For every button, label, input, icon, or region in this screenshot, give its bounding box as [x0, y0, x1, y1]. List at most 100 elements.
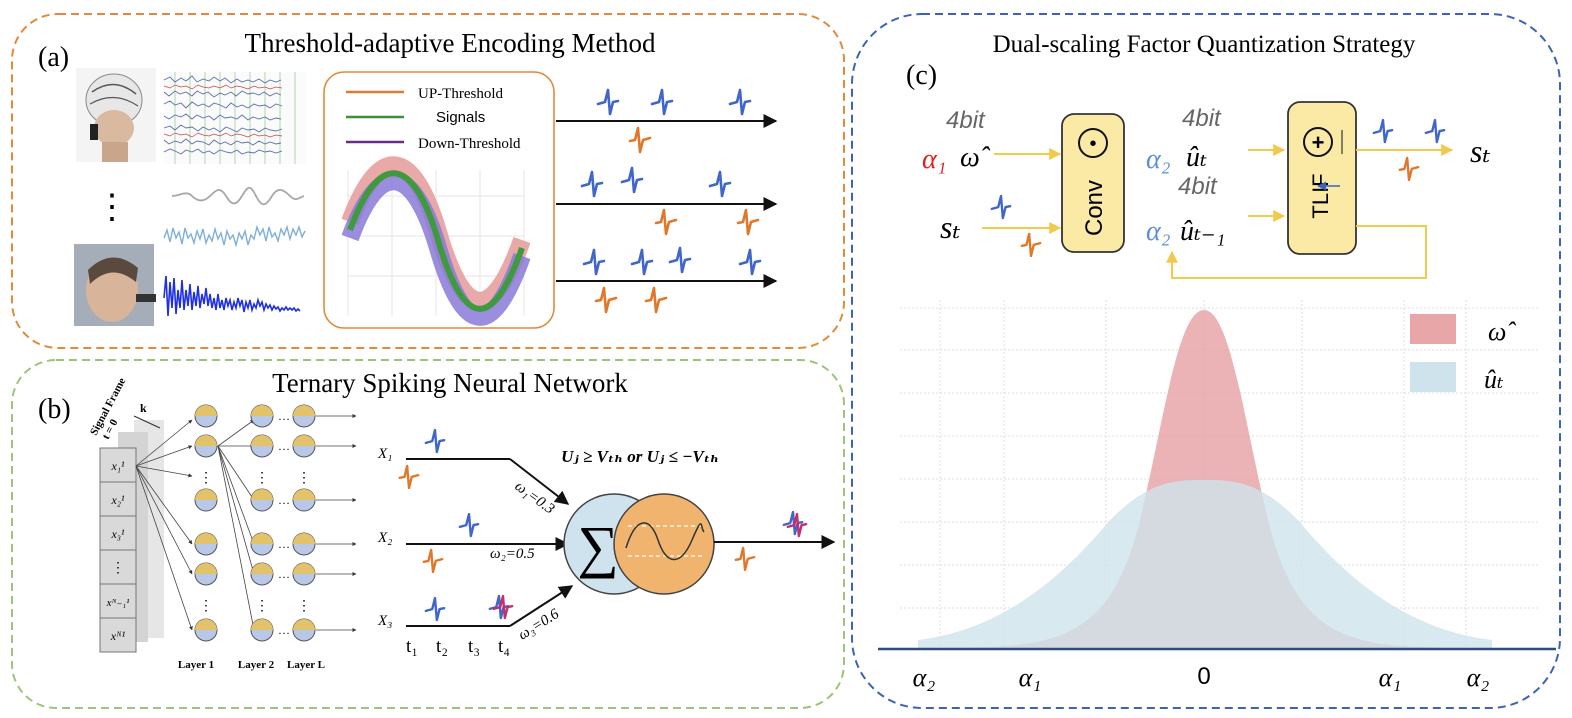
layer-l-neurons: ⋮ ⋮: [292, 404, 316, 642]
tlif-label: TLIF: [1308, 173, 1333, 218]
tlif-plus-symbol: +: [1312, 130, 1325, 155]
threshold-chart-box: [323, 71, 555, 329]
frame-k-label: k: [140, 401, 147, 415]
layer-2-neurons: ⋮ ⋮: [250, 404, 274, 642]
threshold-sine-plot: [341, 156, 531, 326]
threshold-legend: UP-Threshold Signals Down-Threshold: [346, 86, 521, 152]
axis-label-pos-alpha2: α₂: [1467, 663, 1490, 692]
alpha2-state: α₂: [1146, 144, 1171, 175]
panel-a-title: Threshold-adaptive Encoding Method: [245, 28, 656, 58]
svg-text:⋮: ⋮: [297, 471, 311, 486]
bit-label-prev-state: 4bit: [1178, 173, 1218, 200]
chart-legend: ω̂ ûₜ: [1410, 314, 1516, 394]
alpha1-weight: α₁: [922, 144, 946, 175]
bit-label-state: 4bit: [1182, 105, 1222, 132]
axis-label-neg-alpha1: α₁: [1019, 663, 1042, 692]
conv-label: Conv: [1081, 180, 1108, 236]
eeg-head-photo: [76, 68, 156, 162]
axis-label-pos-alpha1: α₁: [1379, 663, 1402, 692]
frame-cell-6: xᴺ¹: [110, 629, 126, 643]
neuron-layers: ⋮ ⋮ ⋮ ⋮ ……… ………: [194, 404, 316, 642]
layer-l-label: Layer L: [287, 659, 325, 671]
frame-cell-4: ⋮: [111, 561, 125, 576]
svg-text:…: …: [278, 409, 290, 423]
eeg-signal-grid: [163, 72, 306, 164]
u-t-hat-distribution: [918, 480, 1492, 648]
layer-2-label: Layer 2: [238, 659, 275, 671]
time-t4: t₄: [498, 636, 510, 657]
svg-text:⋮: ⋮: [255, 599, 269, 614]
frame-cell-1: x₁¹: [110, 459, 124, 473]
omega-hat-distribution: [940, 310, 1466, 648]
conv-block: [1061, 113, 1125, 253]
frame-cell-5: xᴺ₋₁¹: [106, 597, 130, 609]
speech-photo: [74, 244, 156, 326]
panel-c-label: (c): [906, 60, 937, 91]
svg-text:…: …: [278, 567, 290, 581]
input-x3: X₃: [377, 613, 392, 629]
weight-1: ω₁=0.3: [512, 478, 558, 517]
legend-omega-hat: ω̂: [1488, 317, 1516, 346]
panel-b: (b) Ternary Spiking Neural Network x₁¹ x…: [11, 359, 845, 709]
activation-wave: [625, 522, 705, 561]
svg-text:…: …: [278, 493, 290, 507]
panel-a-label: (a): [38, 42, 69, 73]
panel-c: Dual-scaling Factor Quantization Strateg…: [851, 13, 1561, 709]
svg-text:…: …: [278, 439, 290, 453]
input-x1: X₁: [377, 446, 392, 462]
spike-train-1: [556, 88, 778, 154]
conv-dot-symbol: •: [1089, 133, 1096, 155]
s-t-input: sₜ: [940, 209, 960, 245]
light-blue-noise: [163, 224, 306, 248]
svg-text:⋮: ⋮: [199, 599, 213, 614]
svg-text:⋮: ⋮: [297, 599, 311, 614]
input-x2: X₂: [377, 530, 392, 546]
legend-down-threshold: Down-Threshold: [418, 136, 521, 152]
u-t-minus-1-hat: ûₜ₋₁: [1180, 216, 1225, 247]
neuron-model: X₁ X₂ X₃ ω₁=0.3 ω₂=0.5 ω₃=0.6 t₁ t₂ t₃ t…: [377, 428, 836, 657]
svg-text:⋮: ⋮: [199, 471, 213, 486]
legend-u-t-hat: ûₜ: [1484, 365, 1504, 394]
alpha2-prev-state: α₂: [1146, 216, 1171, 247]
axis-label-neg-alpha2: α₂: [913, 663, 936, 692]
grey-wave: [171, 186, 305, 206]
u-t-hat: ûₜ: [1186, 142, 1207, 173]
panel-b-title: Ternary Spiking Neural Network: [272, 368, 628, 398]
legend-signals: Signals: [436, 109, 485, 126]
legend-up-threshold: UP-Threshold: [418, 86, 503, 102]
signal-frame-stack: x₁¹ x₂¹ x₃¹ ⋮ xᴺ₋₁¹ xᴺ¹ Signal Frame t =…: [88, 376, 164, 653]
time-t3: t₃: [468, 636, 480, 657]
panel-a-border: [11, 13, 845, 349]
panel-a: (a) Threshold-adaptive Encoding Method ⋮: [11, 13, 845, 349]
sum-symbol: ∑: [577, 514, 618, 579]
quantization-block-diagram: 4bit α₁ ω̂ sₜ • Conv 4bit α₂ ûₜ 4bit α₂…: [922, 101, 1490, 279]
activation-circle: [613, 493, 715, 595]
axis-label-zero: 0: [1197, 663, 1210, 690]
panel-b-border: [11, 359, 845, 709]
feedback-loop: [1166, 225, 1427, 279]
frame-cell-3: x₃¹: [110, 527, 124, 541]
weight-3: ω₃=0.6: [516, 606, 563, 644]
svg-text:⋮: ⋮: [255, 471, 269, 486]
vertical-ellipsis: ⋮: [95, 189, 129, 226]
panel-c-title: Dual-scaling Factor Quantization Strateg…: [993, 31, 1416, 58]
panel-c-border: [851, 13, 1561, 709]
distribution-chart: α₂ α₁ 0 α₁ α₂ ω̂ ûₜ: [878, 300, 1556, 692]
time-t1: t₁: [406, 636, 418, 657]
weight-2: ω₂=0.5: [490, 546, 535, 562]
panel-b-label: (b): [38, 394, 71, 425]
bit-label-weight: 4bit: [946, 107, 986, 134]
spike-train-2: [556, 166, 778, 236]
layer-dots: ……… ………: [278, 409, 290, 637]
spike-train-3: [556, 246, 778, 314]
time-t2: t₂: [436, 636, 448, 657]
s-t-output: sₜ: [1470, 133, 1490, 169]
frame-cell-2: x₂¹: [110, 493, 124, 507]
svg-text:…: …: [278, 623, 290, 637]
omega-hat-weight: ω̂: [960, 142, 991, 173]
network-connections: [135, 414, 357, 632]
layer-1-label: Layer 1: [178, 659, 214, 671]
dark-blue-audio: [163, 275, 301, 317]
layer-1-neurons: ⋮ ⋮: [194, 404, 218, 642]
threshold-condition: Uⱼ ≥ Vₜₕ or Uⱼ ≤ −Vₜₕ: [561, 447, 719, 466]
